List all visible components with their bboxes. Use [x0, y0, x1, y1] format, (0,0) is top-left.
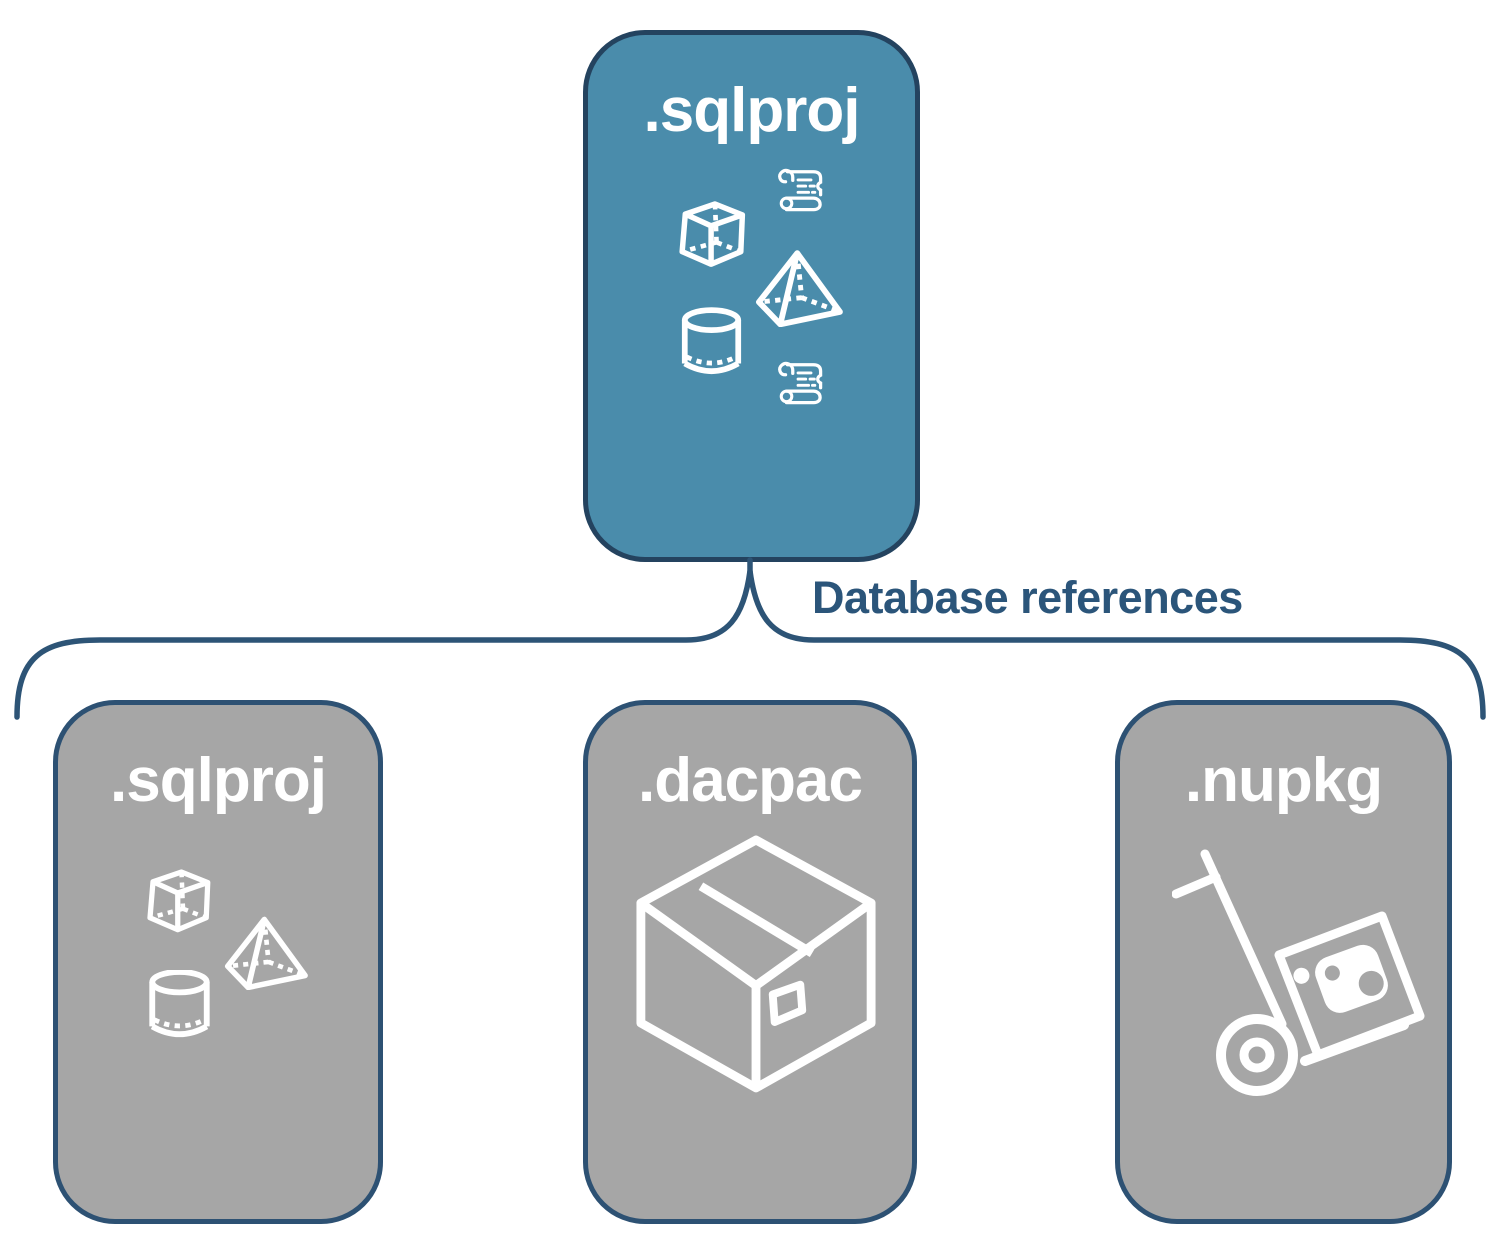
node-title: .sqlproj	[643, 76, 861, 145]
node-title: .dacpac	[638, 746, 863, 815]
node-dacpac: .dacpac	[583, 700, 917, 1224]
node-sqlproj-parent: .sqlproj	[583, 30, 920, 562]
scroll-icon	[778, 168, 823, 212]
package-box-icon	[636, 835, 876, 1093]
cube-icon	[679, 201, 746, 267]
pyramid-icon	[756, 250, 843, 327]
node-nupkg: .nupkg	[1115, 700, 1452, 1224]
cylinder-icon	[681, 307, 742, 375]
cube-icon	[147, 869, 211, 933]
node-sqlproj-child: .sqlproj	[53, 700, 383, 1224]
node-title: .nupkg	[1184, 746, 1383, 815]
hand-truck-icon	[1172, 849, 1425, 1096]
connector-label: Database references	[812, 572, 1243, 623]
node-title: .sqlproj	[110, 746, 327, 815]
pyramid-icon	[224, 916, 308, 990]
cylinder-icon	[149, 970, 210, 1038]
scroll-icon	[778, 361, 823, 405]
